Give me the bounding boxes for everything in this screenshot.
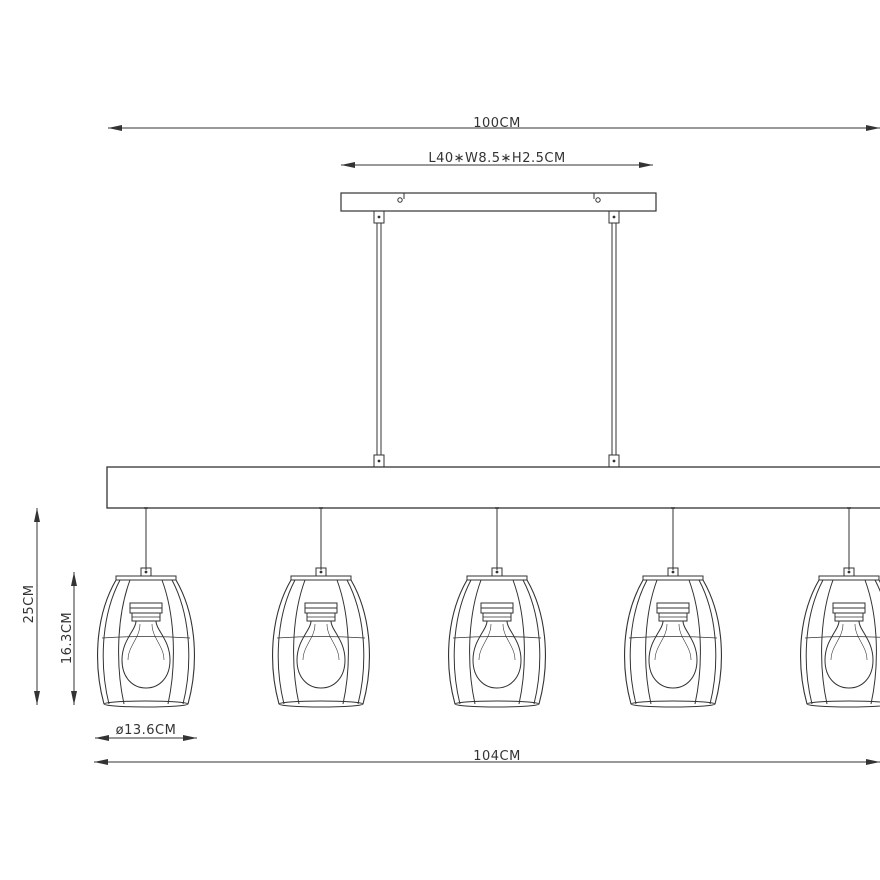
dimension-total-height: 25CM [22, 508, 40, 705]
label-total-height: 25CM [22, 585, 37, 624]
dimension-overall-width-top: 100CM [108, 116, 880, 131]
lamp-shade-1 [96, 507, 196, 708]
lamp-shade-5 [799, 507, 880, 708]
ceiling-canopy [340, 192, 657, 224]
label-overall-width-bottom: 104CM [473, 749, 521, 764]
lamp-shade-4 [623, 507, 723, 708]
label-overall-width-top: 100CM [473, 116, 521, 131]
label-shade-diameter: ø13.6CM [116, 723, 177, 738]
dimension-shade-height: 16.3CM [60, 572, 77, 705]
lamp-shade-2 [271, 507, 371, 708]
dimension-overall-width-bottom: 104CM [94, 749, 880, 765]
dimension-shade-diameter: ø13.6CM [95, 723, 197, 741]
shade-group [96, 507, 880, 708]
fixture-beam [106, 466, 880, 509]
label-shade-height: 16.3CM [60, 612, 75, 664]
suspension-cables [373, 223, 620, 468]
label-canopy-size: L40∗W8.5∗H2.5CM [428, 151, 565, 166]
dimension-canopy: L40∗W8.5∗H2.5CM [341, 151, 653, 168]
lamp-shade-3 [447, 507, 547, 708]
